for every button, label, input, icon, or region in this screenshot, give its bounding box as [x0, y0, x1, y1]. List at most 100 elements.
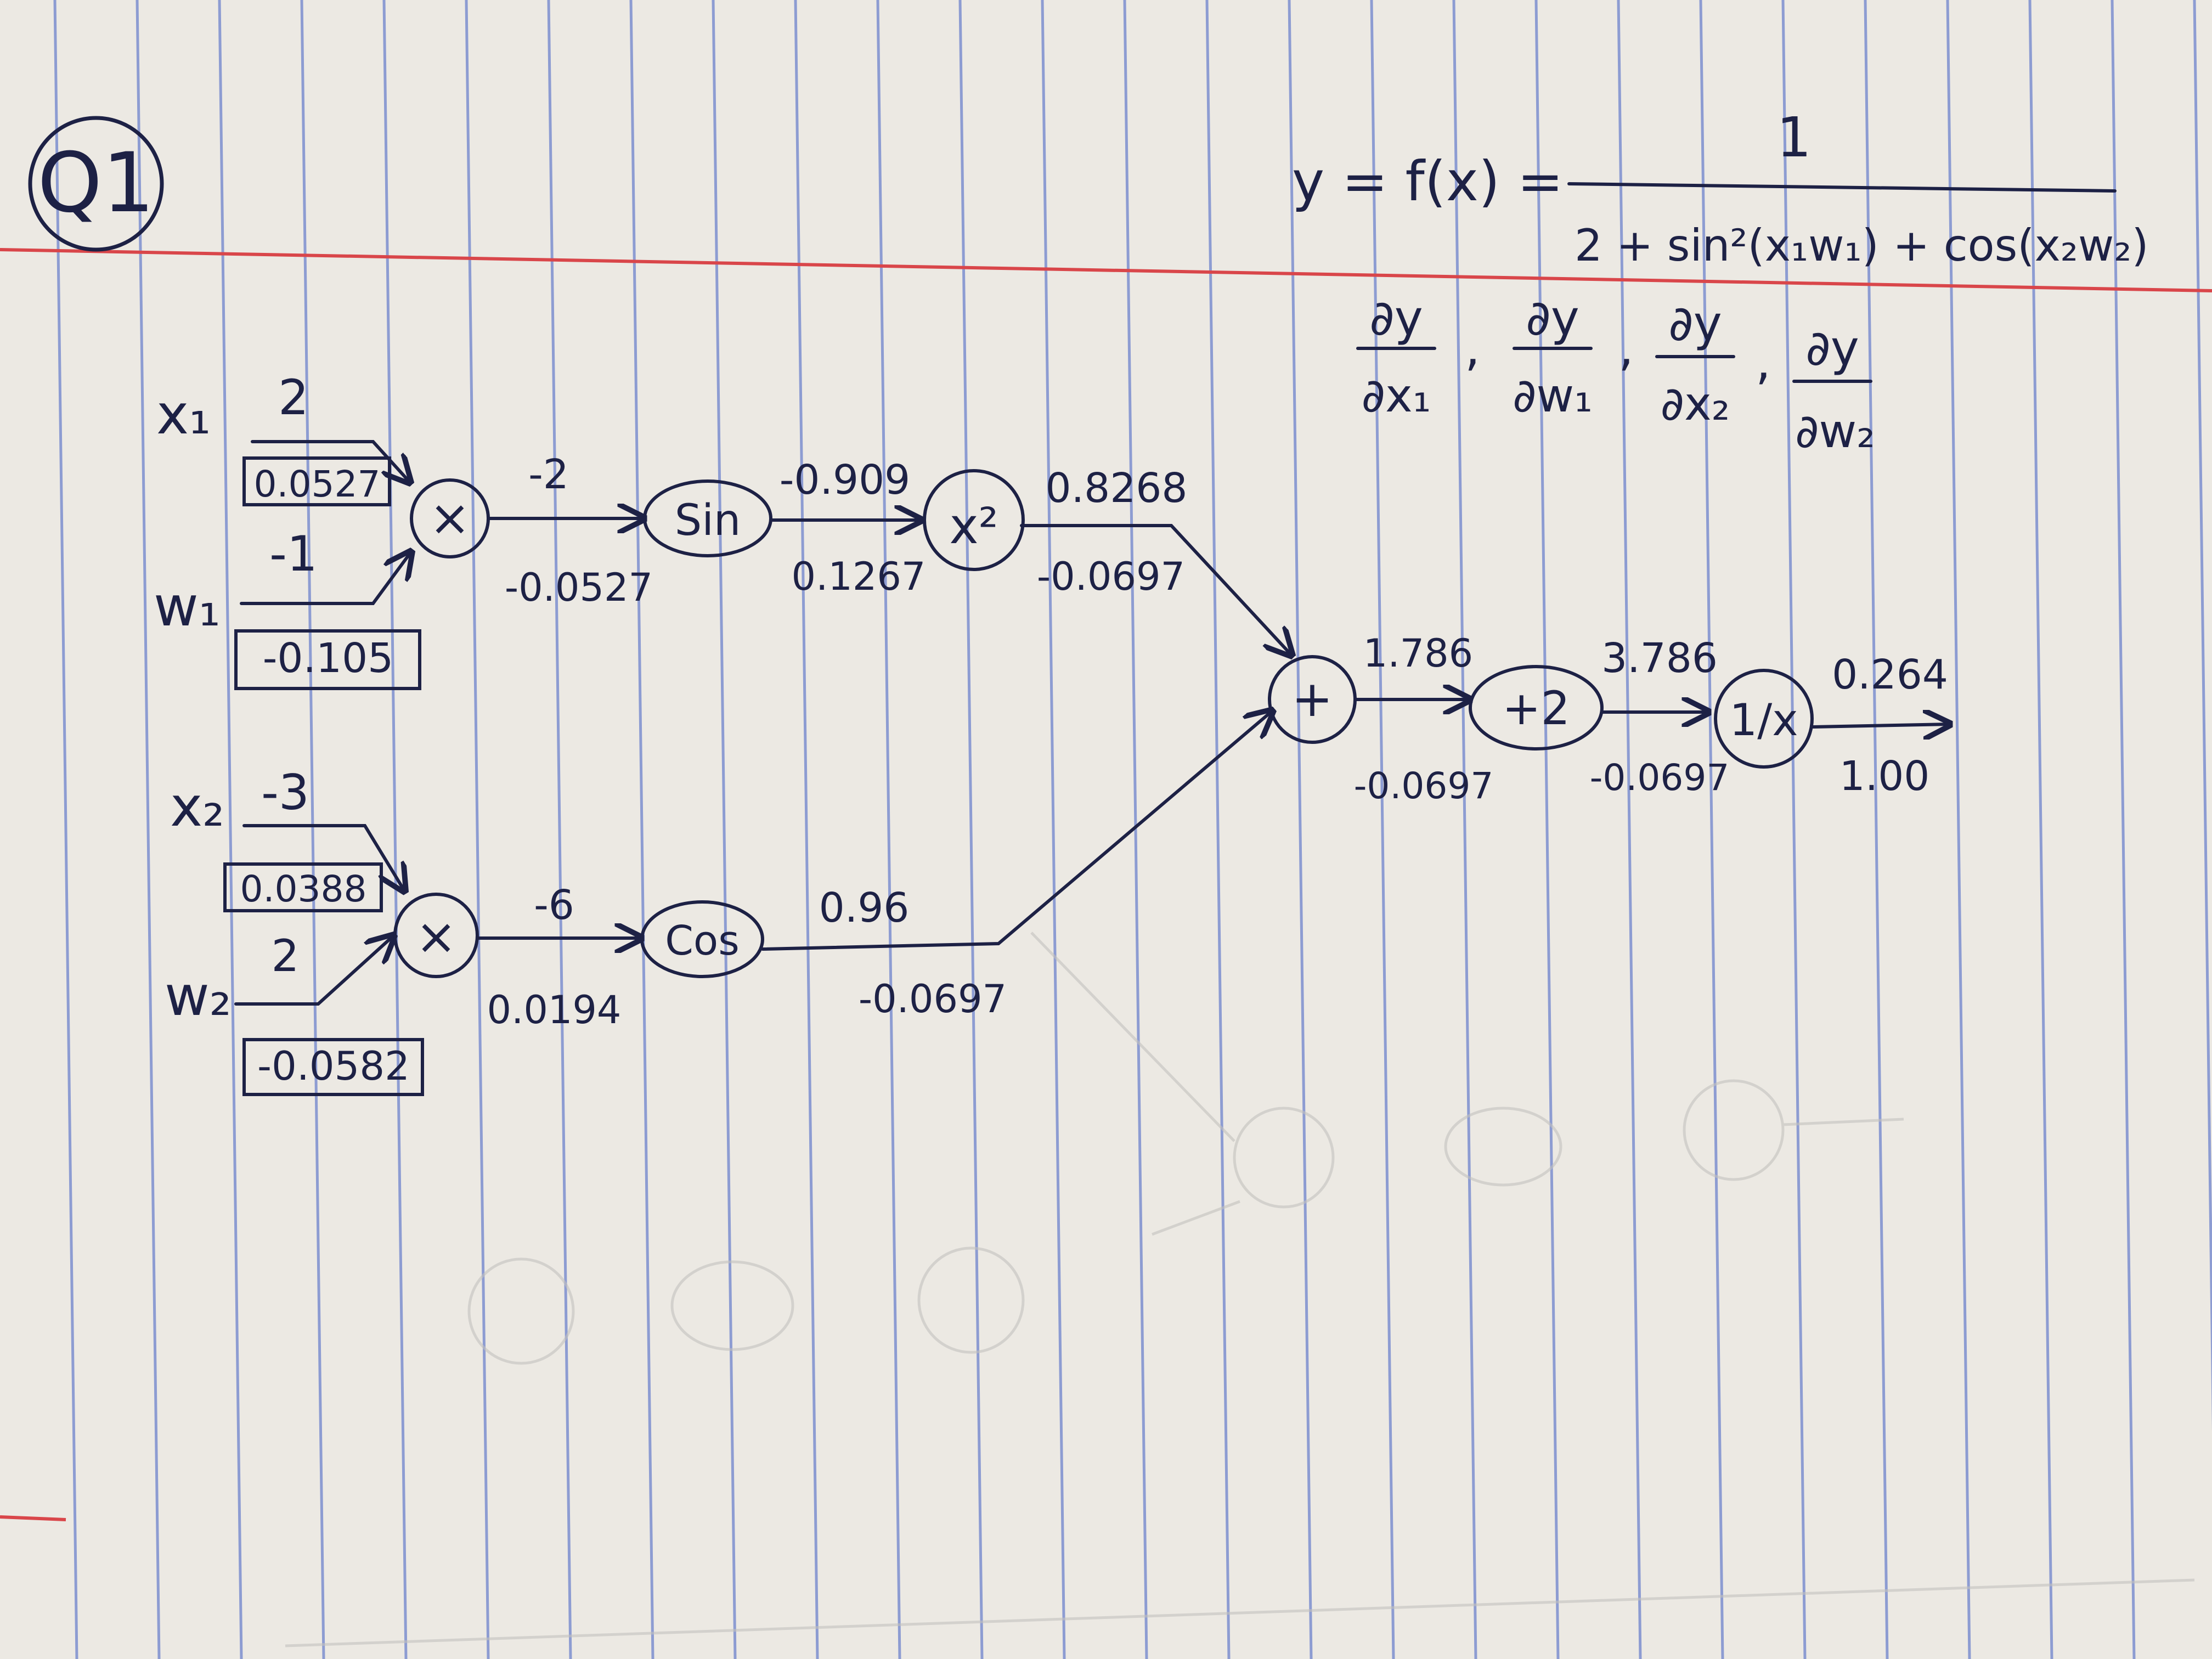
rule-line	[1041, 0, 1066, 1659]
svg-text:x²: x²	[949, 498, 998, 555]
input-x1-value: 2	[278, 369, 309, 426]
svg-text:∂x₂: ∂x₂	[1661, 377, 1730, 431]
node-reciprocal: 1/x	[1714, 669, 1814, 769]
equation-lhs: y = f(x) =	[1292, 149, 1564, 213]
comma: ,	[1756, 334, 1771, 390]
ruled-lines	[53, 0, 2212, 1659]
equation: y = f(x) = 1 2 + sin²(x₁w₁) + cos(x₂w₂)	[1292, 105, 2149, 271]
svg-text:×: ×	[429, 489, 470, 547]
margin-line-bottom	[0, 1515, 66, 1521]
node-cos: Cos	[640, 900, 764, 978]
input-w1-grad-box	[234, 629, 421, 690]
target-dy-dx2: ∂y ∂x₂	[1655, 295, 1735, 431]
equation-fraction-bar	[1567, 182, 2117, 193]
edge-x1-mul1	[251, 440, 410, 483]
target-dy-dx1: ∂y ∂x₁	[1356, 290, 1436, 422]
rule-line	[382, 0, 408, 1659]
input-w1-value: -1	[269, 526, 318, 582]
comma: ,	[1618, 320, 1634, 376]
graph-edges	[476, 518, 1950, 951]
target-dy-dw1: ∂y ∂w₁	[1513, 290, 1593, 422]
add2-inv-forward: 3.786	[1601, 635, 1718, 682]
svg-text:∂y: ∂y	[1805, 320, 1859, 376]
cos-add-forward: 0.96	[819, 884, 910, 932]
input-edges	[234, 440, 411, 1006]
svg-text:1/x: 1/x	[1729, 695, 1798, 746]
input-x1-grad: 0.0527	[254, 463, 381, 505]
edge-cos-add	[761, 710, 1273, 951]
rule-line	[1946, 0, 1971, 1659]
input-w2: w₂ 2 -0.0582	[165, 930, 424, 1096]
mul2-cos-forward: -6	[534, 882, 574, 929]
rule-line	[1534, 0, 1560, 1659]
edge-output	[1812, 724, 1950, 727]
rule-line	[1617, 0, 1642, 1659]
rule-line	[136, 0, 161, 1659]
rule-line	[712, 0, 737, 1659]
rule-line	[465, 0, 490, 1659]
input-x2-value: -3	[261, 764, 309, 821]
node-mul2: ×	[393, 893, 479, 978]
mul2-cos-grad: 0.0194	[487, 988, 622, 1032]
input-w2-value: 2	[272, 930, 300, 981]
node-add: +	[1268, 655, 1357, 744]
mul1-sin-grad: -0.0527	[505, 565, 653, 610]
svg-text:∂w₂: ∂w₂	[1795, 404, 1875, 458]
rule-line	[2193, 0, 2212, 1431]
rule-line	[1864, 0, 1889, 1659]
svg-text:Cos: Cos	[665, 917, 740, 964]
mul1-sin-forward: -2	[528, 451, 569, 498]
svg-text:+2: +2	[1502, 681, 1570, 735]
rule-line	[2111, 0, 2136, 1659]
question-label: Q1	[28, 116, 164, 252]
sq-add-grad: -0.0697	[1037, 554, 1185, 599]
input-w2-grad: -0.0582	[257, 1043, 410, 1089]
svg-text:∂w₁: ∂w₁	[1513, 369, 1593, 422]
add2-inv-grad: -0.0697	[1590, 757, 1730, 799]
input-x2-grad: 0.0388	[240, 868, 367, 910]
bleed-through-diagram	[285, 932, 2195, 1647]
input-w2-label: w₂	[165, 964, 232, 1028]
rule-line	[629, 0, 654, 1659]
edge-w1-mul1	[240, 551, 411, 605]
add-add2-forward: 1.786	[1363, 631, 1473, 676]
node-sin: Sin	[643, 479, 772, 557]
equation-denominator: 2 + sin²(x₁w₁) + cos(x₂w₂)	[1575, 220, 2149, 271]
add-add2-grad: -0.0697	[1354, 765, 1494, 807]
margin-line-top	[0, 248, 2212, 292]
node-square: x²	[923, 469, 1025, 571]
output-forward: 0.264	[1832, 651, 1948, 698]
input-w1: w₁ -1 -0.105	[154, 526, 421, 690]
edge-labels: -2 -0.0527 -0.909 0.1267 0.8268 -0.0697 …	[487, 451, 1948, 1032]
sq-add-forward: 0.8268	[1046, 465, 1188, 512]
equation-numerator: 1	[1776, 105, 1812, 170]
derivative-targets: ∂y ∂x₁ , ∂y ∂w₁ , ∂y ∂x₂ , ∂y ∂w₂	[1356, 290, 1875, 458]
rule-line	[1288, 0, 1313, 1659]
rule-line	[958, 0, 984, 1659]
input-x2-label: x₂	[170, 775, 224, 839]
input-x1-label: x₁	[156, 382, 211, 447]
question-label-text: Q1	[37, 136, 155, 231]
output-grad: 1.00	[1839, 753, 1930, 800]
rule-line	[1781, 0, 1807, 1659]
input-w2-grad-box	[242, 1038, 424, 1096]
input-w1-label: w₁	[154, 574, 221, 639]
cos-add-grad: -0.0697	[859, 977, 1007, 1022]
rule-line	[1205, 0, 1231, 1659]
svg-text:Sin: Sin	[675, 496, 741, 545]
svg-text:∂x₁: ∂x₁	[1362, 369, 1431, 422]
node-add-two: +2	[1469, 665, 1604, 751]
rule-line	[876, 0, 901, 1659]
input-x1: x₁ 2 0.0527	[156, 369, 391, 506]
rule-line	[2028, 0, 2053, 1659]
svg-text:+: +	[1291, 670, 1333, 728]
svg-text:×: ×	[415, 908, 456, 966]
input-w1-grad: -0.105	[263, 635, 394, 682]
svg-text:∂y: ∂y	[1668, 295, 1722, 352]
svg-text:∂y: ∂y	[1526, 290, 1579, 346]
sin-sq-grad: 0.1267	[792, 554, 926, 599]
svg-text:∂y: ∂y	[1369, 290, 1423, 346]
rule-line	[547, 0, 572, 1659]
comma: ,	[1465, 320, 1480, 376]
